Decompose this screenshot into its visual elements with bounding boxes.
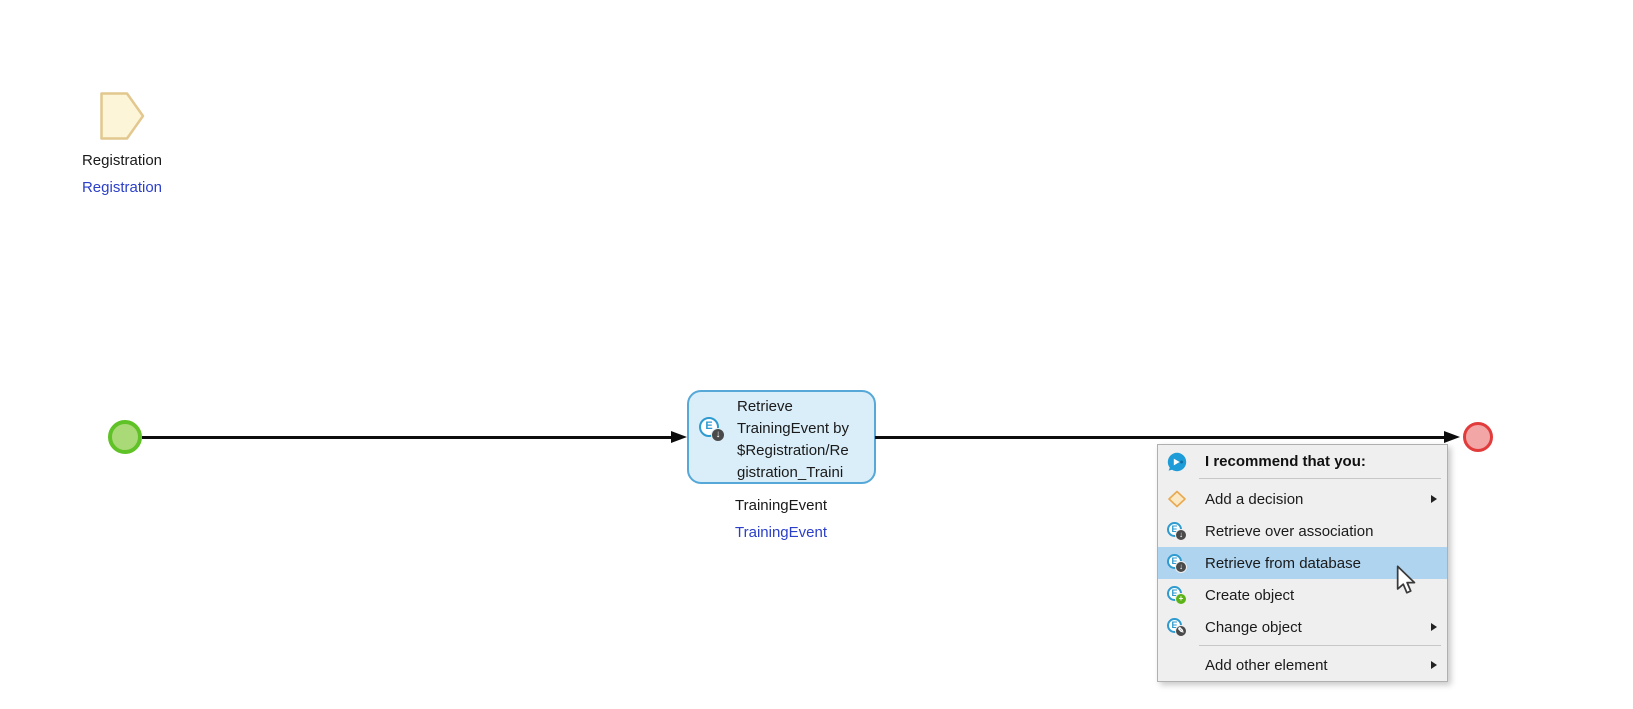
create-object-icon: E + [1167, 585, 1187, 605]
menu-item-label: Add a decision [1205, 490, 1304, 508]
menu-separator [1199, 645, 1441, 646]
parameter-entity-caption[interactable]: Registration [81, 179, 163, 196]
menu-title: I recommend that you: [1205, 453, 1366, 470]
mouse-cursor-icon [1396, 565, 1416, 594]
menu-item-label: Create object [1205, 586, 1295, 604]
plus-badge-icon: + [1175, 593, 1187, 605]
pencil-badge-icon: ✎ [1175, 625, 1187, 637]
menu-item-label: Add other element [1205, 656, 1328, 674]
sequence-flow-left[interactable] [142, 436, 671, 439]
retrieve-icon: E ↓ [1167, 521, 1187, 541]
download-badge-icon: ↓ [1175, 529, 1187, 541]
menu-item-label: Retrieve over association [1205, 522, 1374, 540]
menu-item-add-other-element[interactable]: Add other element [1158, 649, 1447, 681]
decision-icon [1168, 490, 1186, 508]
menu-header: I recommend that you: [1158, 445, 1447, 479]
end-event[interactable] [1463, 422, 1493, 452]
download-badge-icon: ↓ [711, 428, 725, 442]
menu-separator [1199, 478, 1441, 479]
menu-item-create-object[interactable]: E + Create object [1158, 579, 1447, 611]
menu-item-retrieve-over-association[interactable]: E ↓ Retrieve over association [1158, 515, 1447, 547]
download-badge-icon: ↓ [1175, 561, 1187, 573]
submenu-arrow-icon [1431, 623, 1437, 631]
activity-caption: Retrieve TrainingEvent by $Registration/… [737, 398, 850, 481]
menu-item-add-a-decision[interactable]: Add a decision [1158, 483, 1447, 515]
recommendation-menu: I recommend that you: Add a decision E ↓… [1157, 444, 1448, 682]
parameter-icon[interactable] [100, 92, 145, 140]
submenu-arrow-icon [1431, 495, 1437, 503]
retrieve-icon: E ↓ [1167, 553, 1187, 573]
arrowhead-icon [1444, 431, 1460, 443]
retrieve-activity-icon: E ↓ [699, 416, 725, 442]
activity-output-caption: TrainingEvent [735, 497, 827, 514]
menu-item-change-object[interactable]: E ✎ Change object [1158, 611, 1447, 643]
menu-item-retrieve-from-database[interactable]: E ↓ Retrieve from database [1158, 547, 1447, 579]
change-object-icon: E ✎ [1167, 617, 1187, 637]
menu-item-label: Retrieve from database [1205, 554, 1361, 572]
submenu-arrow-icon [1431, 661, 1437, 669]
arrowhead-icon [671, 431, 687, 443]
activity-output-entity-caption[interactable]: TrainingEvent [735, 524, 827, 541]
mendix-assist-icon [1167, 452, 1187, 472]
start-event[interactable] [108, 420, 142, 454]
retrieve-activity[interactable]: E ↓ Retrieve TrainingEvent by $Registrat… [687, 390, 876, 484]
parameter-caption: Registration [81, 152, 163, 169]
sequence-flow-right[interactable] [875, 436, 1444, 439]
menu-item-label: Change object [1205, 618, 1302, 636]
